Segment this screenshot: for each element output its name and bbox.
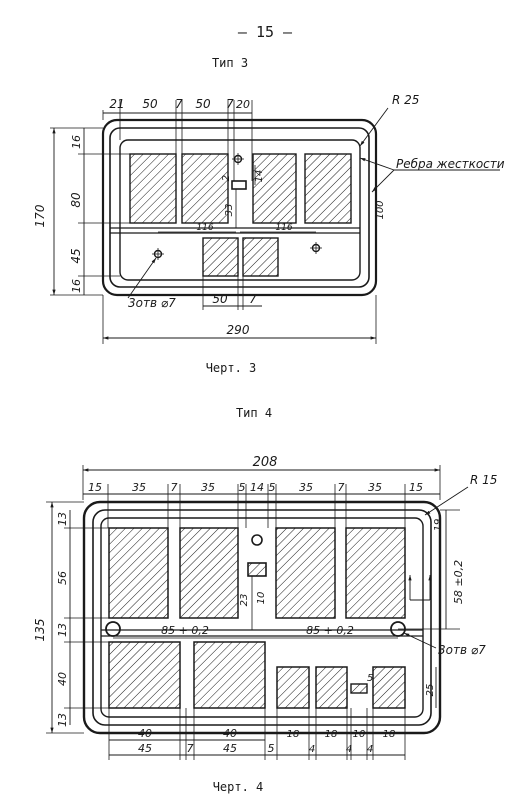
type4-dim-b5: 5 — [268, 742, 275, 755]
type4-small-slot — [350, 683, 368, 694]
type3-dim-50c: 50 — [212, 292, 228, 306]
type4-holes-label: 3отв ⌀7 — [438, 643, 486, 657]
type3-dim-290: 290 — [227, 323, 250, 337]
type4-radius-label: R 15 — [470, 473, 497, 487]
type3-dim-16a: 16 — [70, 135, 83, 149]
type3-window-4 — [304, 153, 352, 224]
type3-dim-16b: 16 — [70, 279, 83, 293]
type4-dim-23: 23 — [239, 594, 250, 607]
page-number: — 15 — — [238, 23, 293, 41]
type3-dim-116a: 116 — [196, 223, 213, 233]
type4-dim-b18c: 18 — [383, 729, 396, 740]
type4-caption: Черт. 4 — [213, 780, 264, 794]
type3-dim-116b: 116 — [275, 223, 292, 233]
type4-dim-85a: 85 + 0,2 — [161, 624, 209, 637]
type3-dim-21: 21 — [109, 97, 124, 111]
type4-dim-14: 14 — [250, 481, 264, 494]
type3-title: Тип 3 — [212, 56, 248, 70]
type3-window-3 — [252, 153, 297, 224]
type3-dim-50b: 50 — [195, 97, 211, 111]
type4-dim-25: 25 — [425, 684, 436, 697]
type4-dim-40v: 40 — [56, 672, 69, 686]
type3-dim-7c: 7 — [249, 292, 257, 306]
type4-dim-b4b: 4 — [346, 744, 352, 755]
type3-dim-7b: 7 — [226, 97, 234, 111]
type3-dim-45: 45 — [69, 248, 83, 263]
type4-dim-5a: 5 — [239, 481, 246, 494]
type3-rib-inner — [119, 139, 361, 281]
type4-dim-13c: 13 — [56, 713, 69, 727]
type4-window-4 — [345, 527, 406, 619]
type3-rib-label: Ребра жесткости — [396, 157, 505, 171]
type3-caption: Черт. 3 — [206, 361, 257, 375]
type4-rib-outer — [92, 509, 432, 726]
type3-drawing: 21 50 7 50 7 20 R 25 Ребра жесткости 170… — [33, 93, 505, 344]
type3-dim-170: 170 — [33, 204, 47, 227]
type4-dim-13a: 13 — [56, 512, 69, 526]
type3-slot — [231, 180, 247, 190]
type4-dim-13b: 13 — [56, 623, 69, 637]
type4-dim-19: 19 — [433, 519, 444, 532]
type4-dim-135: 135 — [33, 619, 47, 642]
type3-dim-20: 20 — [236, 98, 250, 111]
type4-dim-b40b: 40 — [223, 727, 237, 740]
type3-window-2 — [181, 153, 229, 224]
type4-dim-b18a: 18 — [287, 729, 300, 740]
type3-dim-80: 80 — [69, 192, 83, 208]
type3-dim-2: 2 — [221, 175, 232, 181]
type4-dim-35a: 35 — [132, 481, 146, 494]
type3-rib-outer — [109, 127, 370, 288]
type4-dim-b7: 7 — [187, 742, 194, 755]
type4-dim-b45b: 45 — [223, 742, 237, 755]
type4-dim-35b: 35 — [201, 481, 215, 494]
type4-plate-outline — [82, 500, 442, 735]
type4-dim-b10: 10 — [353, 729, 366, 740]
type4-window-8 — [315, 666, 348, 709]
type4-dim-85b: 85 + 0,2 — [306, 624, 354, 637]
type3-window-6 — [242, 237, 279, 277]
type3-dim-100: 100 — [375, 200, 386, 219]
type4-dim-10: 10 — [256, 592, 267, 605]
type3-holes-label: 3отв ⌀7 — [128, 296, 176, 310]
type3-radius-label: R 25 — [392, 93, 419, 107]
type4-dim-208: 208 — [253, 455, 278, 470]
type4-window-5 — [108, 641, 181, 709]
type4-hole-left — [105, 621, 121, 637]
type3-dim-14: 14 — [254, 170, 265, 183]
type4-rib-inner — [100, 517, 424, 718]
type4-top-dim-lines — [83, 484, 440, 528]
type4-dim-b45a: 45 — [138, 742, 152, 755]
type4-dim-15b: 15 — [409, 481, 423, 494]
type4-dim-b4a: 4 — [309, 744, 315, 755]
type3-dim-50a: 50 — [142, 97, 158, 111]
type4-dim-35d: 35 — [368, 481, 382, 494]
type4-window-6 — [193, 641, 266, 709]
type4-window-3 — [275, 527, 336, 619]
type4-dim-56: 56 — [56, 571, 69, 585]
type4-dim-b4c: 4 — [367, 744, 373, 755]
type4-dim-b40a: 40 — [138, 727, 152, 740]
type4-window-9 — [372, 666, 406, 709]
type4-dim-5-small: 5 — [367, 673, 373, 684]
type3-dim-7a: 7 — [175, 97, 183, 111]
type4-bottom-dim-lines — [108, 708, 406, 760]
type3-dim-33: 33 — [224, 204, 235, 217]
type4-window-2 — [179, 527, 239, 619]
type4-window-7 — [276, 666, 310, 709]
type3-window-1 — [129, 153, 177, 224]
type4-slot — [247, 562, 267, 577]
type4-dim-15a: 15 — [88, 481, 102, 494]
type4-dim-5b: 5 — [269, 481, 276, 494]
type4-dim-58: 58 ±0,2 — [452, 560, 465, 604]
type4-drawing: 208 15 35 7 35 5 14 5 35 7 35 15 — [33, 455, 497, 760]
type3-window-5 — [202, 237, 239, 277]
type4-window-1 — [108, 527, 169, 619]
type4-dim-7b: 7 — [338, 481, 345, 494]
type4-dim-35c: 35 — [299, 481, 313, 494]
type4-title: Тип 4 — [236, 406, 272, 420]
type4-dim-7a: 7 — [171, 481, 178, 494]
type4-dim-b18b: 18 — [325, 729, 338, 740]
type4-hole-top — [251, 534, 263, 546]
